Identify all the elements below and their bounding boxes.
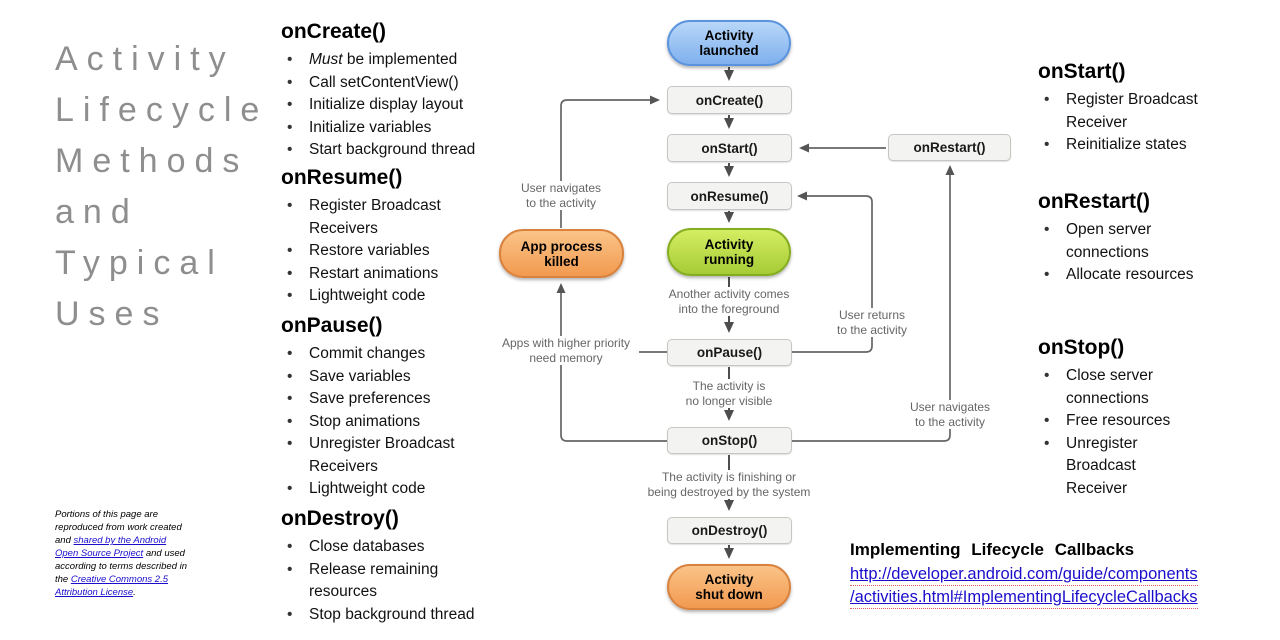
arrow-onstop-to-onrestart <box>792 165 955 442</box>
label-no-longer-visible: The activity is no longer visible <box>669 379 789 408</box>
bullet-item: Lightweight code <box>281 478 499 501</box>
title-line: and <box>55 193 139 231</box>
android-open-source-link[interactable]: shared by the Android Open Source Projec… <box>55 535 167 559</box>
section-oncreate: onCreate() Must be implemented Call setC… <box>281 20 499 162</box>
title-line: Lifecycle <box>55 91 269 129</box>
label-another-activity: Another activity comes into the foregrou… <box>654 287 804 316</box>
page-title: Activity Lifecycle Methods and Typical U… <box>55 34 285 340</box>
arrow-killed-to-oncreate <box>560 95 660 228</box>
bullet-item: Restore variables <box>281 240 499 263</box>
bullet-item: Close databases <box>281 536 499 559</box>
implementing-heading: Implementing Lifecycle Callbacks <box>850 540 1135 559</box>
node-activity-shut-down: Activity shut down <box>667 564 791 610</box>
bullet-item: Free resources <box>1038 410 1201 433</box>
node-ondestroy: onDestroy() <box>667 517 792 544</box>
title-line: Typical <box>55 244 224 282</box>
arrow-onstop-to-killed <box>556 283 667 442</box>
bullet-item: Stop background thread <box>281 604 499 627</box>
section-heading: onResume() <box>281 166 403 189</box>
title-line: Activity <box>55 40 235 78</box>
bullet-item: Register Broadcast Receivers <box>281 195 499 240</box>
implementing-url-line1[interactable]: http://developer.android.com/guide/compo… <box>850 563 1198 586</box>
bullet-item: Open server connections <box>1038 219 1201 264</box>
section-onresume: onResume() Register Broadcast Receivers … <box>281 166 499 308</box>
section-onpause: onPause() Commit changes Save variables … <box>281 314 499 501</box>
node-activity-launched: Activity launched <box>667 20 791 66</box>
arrow-onpause-to-onresume <box>792 191 873 353</box>
fine-print-text: . <box>133 587 136 598</box>
bullet-item: Restart animations <box>281 263 499 286</box>
label-user-navigates-right: User navigates to the activity <box>898 400 1002 429</box>
node-onstart: onStart() <box>667 134 792 162</box>
bullet-text: be implemented <box>342 51 458 68</box>
node-onpause: onPause() <box>667 339 792 366</box>
label-finishing-destroyed: The activity is finishing or being destr… <box>636 470 822 499</box>
bullet-item: Unregister Broadcast Receivers <box>281 433 499 478</box>
node-activity-running: Activity running <box>667 228 791 276</box>
bullet-item: Initialize variables <box>281 117 499 140</box>
bullet-item: Start background thread <box>281 139 499 162</box>
section-onrestart: onRestart() Open server connections Allo… <box>1038 190 1213 287</box>
label-apps-higher-priority: Apps with higher priority need memory <box>493 336 639 365</box>
section-ondestroy: onDestroy() Close databases Release rema… <box>281 507 499 626</box>
bullet-item: Save variables <box>281 366 499 389</box>
label-user-navigates-left: User navigates to the activity <box>505 181 617 210</box>
section-onstop: onStop() Close server connections Free r… <box>1038 336 1213 500</box>
section-heading: onPause() <box>281 314 383 337</box>
bullet-item: Unregister Broadcast Receiver <box>1038 433 1201 501</box>
node-onrestart: onRestart() <box>888 134 1011 161</box>
bullet-item: Stop animations <box>281 411 499 434</box>
section-heading: onRestart() <box>1038 190 1151 213</box>
title-line: Uses <box>55 295 169 333</box>
section-onstart: onStart() Register Broadcast Receiver Re… <box>1038 60 1213 157</box>
implementing-callbacks-block: Implementing Lifecycle Callbacks http://… <box>850 540 1220 609</box>
implementing-url-line2[interactable]: /activities.html#ImplementingLifecycleCa… <box>850 586 1198 609</box>
side-flow-arrows <box>556 95 955 442</box>
bullet-item: Release remaining resources <box>281 559 499 604</box>
section-heading: onStart() <box>1038 60 1126 83</box>
bullet-item: Must be implemented <box>281 49 499 72</box>
bullet-item: Call setContentView() <box>281 72 499 95</box>
bullet-item: Save preferences <box>281 388 499 411</box>
attribution-fine-print: Portions of this page are reproduced fro… <box>55 508 191 599</box>
bullet-item: Initialize display layout <box>281 94 499 117</box>
bullet-item: Allocate resources <box>1038 264 1201 287</box>
label-user-returns: User returns to the activity <box>828 308 916 337</box>
bullet-item: Commit changes <box>281 343 499 366</box>
section-heading: onStop() <box>1038 336 1125 359</box>
title-line: Methods <box>55 142 249 180</box>
section-heading: onCreate() <box>281 20 387 43</box>
implementing-url-link[interactable]: http://developer.android.com/guide/compo… <box>850 563 1198 609</box>
bullet-item: Lightweight code <box>281 285 499 308</box>
section-heading: onDestroy() <box>281 507 399 530</box>
node-onresume: onResume() <box>667 182 792 210</box>
fine-print-text: Portions of this page are reproduced fro… <box>55 509 182 546</box>
creative-commons-link[interactable]: Creative Commons 2.5 Attribution License <box>55 574 169 598</box>
bullet-item: Close server connections <box>1038 365 1201 410</box>
bullet-italic: Must <box>309 51 343 68</box>
fine-print-text: and used according to terms described in… <box>55 548 188 585</box>
node-onstop: onStop() <box>667 427 792 454</box>
bullet-item: Reinitialize states <box>1038 134 1201 157</box>
node-app-process-killed: App process killed <box>499 229 624 278</box>
bullet-item: Register Broadcast Receiver <box>1038 89 1201 134</box>
node-oncreate: onCreate() <box>667 86 792 114</box>
